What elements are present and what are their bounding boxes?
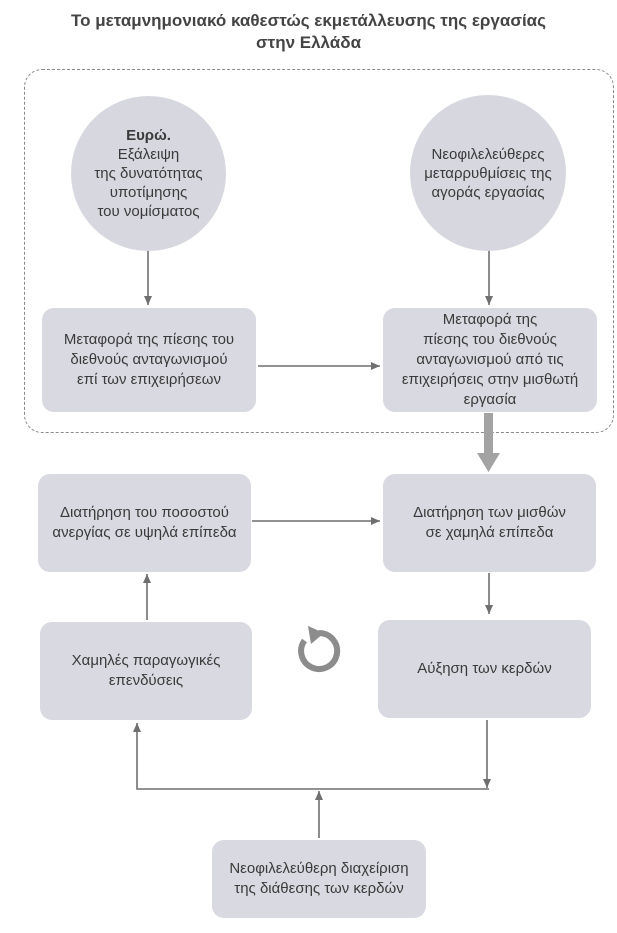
node-low-wages: Διατήρηση των μισθών σε χαμηλά επίπεδα	[383, 474, 596, 572]
node-euro-line-3: υποτίμησης	[109, 184, 188, 201]
node-euro-line-1: Εξάλειψη	[117, 146, 180, 163]
title-line-1: Το μεταμνημονιακό καθεστώς εκμετάλλευσης…	[71, 11, 546, 30]
node-unemployment-line-2: ανεργίας σε υψηλά επίπεδα	[52, 524, 237, 541]
diagram-title: Το μεταμνημονιακό καθεστώς εκμετάλλευσης…	[0, 10, 617, 54]
node-wage-line-4: επιχειρήσεις στην μισθωτή	[401, 371, 579, 388]
node-business-line-2: διεθνούς ανταγωνισμού	[70, 351, 228, 368]
node-euro-line-2: της δυνατότητας	[94, 165, 203, 182]
node-neoliberal-reforms: Νεοφιλελεύθερες μεταρρυθμίσεις της αγορά…	[410, 95, 566, 251]
refresh-cycle-icon	[298, 626, 341, 672]
node-wage-line-1: Μεταφορά της	[442, 311, 538, 328]
node-wage-line-5: εργασία	[463, 391, 517, 408]
thick-arrow-wage-to-lowwages	[477, 413, 500, 472]
node-lowwages-line-1: Διατήρηση των μισθών	[413, 504, 566, 521]
node-investment-line-2: επενδύσεις	[108, 672, 184, 689]
node-euro-bold: Ευρώ.	[126, 127, 171, 144]
node-reforms-line-1: Νεοφιλελεύθερες	[431, 145, 545, 163]
node-pressure-business: Μεταφορά της πίεσης του διεθνούς ανταγων…	[42, 308, 256, 412]
node-euro-line-4: του νομίσματος	[97, 203, 200, 220]
node-profit-increase: Αύξηση των κερδών	[378, 620, 591, 718]
node-unemployment-line-1: Διατήρηση του ποσοστού	[60, 504, 229, 521]
node-mgmt-line-2: της διάθεσης των κερδών	[234, 880, 404, 897]
node-pressure-wage-labour: Μεταφορά της πίεσης του διεθνούς ανταγων…	[383, 308, 597, 412]
node-wage-line-2: πίεσης του διεθνούς	[423, 331, 557, 348]
node-mgmt-line-1: Νεοφιλελεύθερη διαχείριση	[229, 860, 409, 877]
node-investment-line-1: Χαμηλές παραγωγικές	[71, 652, 221, 669]
node-business-line-3: επί των επιχειρήσεων	[77, 371, 221, 388]
node-neoliberal-profit-management: Νεοφιλελεύθερη διαχείριση της διάθεσης τ…	[212, 840, 426, 918]
node-business-line-1: Μεταφορά της πίεσης του	[63, 331, 235, 348]
node-euro: Ευρώ. Εξάλειψη της δυνατότητας υποτίμηση…	[71, 96, 226, 251]
node-wage-line-3: ανταγωνισμού από τις	[416, 351, 564, 368]
node-low-investment: Χαμηλές παραγωγικές επενδύσεις	[40, 622, 252, 720]
line-split-to-investment	[133, 723, 489, 790]
title-line-2: στην Ελλάδα	[255, 33, 362, 52]
node-high-unemployment: Διατήρηση του ποσοστού ανεργίας σε υψηλά…	[38, 474, 251, 572]
node-reforms-line-3: αγοράς εργασίας	[431, 183, 545, 201]
node-lowwages-line-2: σε χαμηλά επίπεδα	[425, 524, 554, 541]
node-reforms-line-2: μεταρρυθμίσεις της	[424, 164, 552, 182]
node-profits-line-1: Αύξηση των κερδών	[417, 660, 552, 677]
dashed-group-frame	[24, 69, 614, 433]
